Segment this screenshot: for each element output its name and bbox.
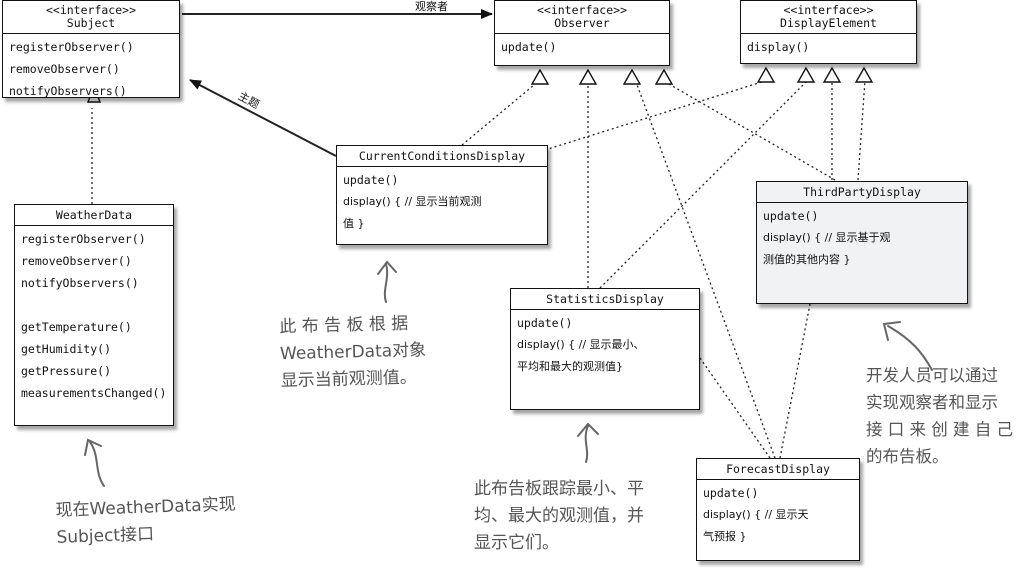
realization-arrowhead [622, 68, 642, 85]
current-conditions-op: display() { // 显示当前观测 [343, 195, 482, 208]
forecast-display-box[interactable]: ForecastDisplay update() display() { // … [696, 458, 860, 561]
statistics-header: StatisticsDisplay [511, 289, 699, 310]
display-element-interface-box[interactable]: <<interface>> DisplayElement display() [740, 0, 917, 64]
subject-operations: registerObserver() removeObserver() noti… [3, 34, 179, 106]
subject-op: notifyObservers() [9, 84, 127, 98]
third-party-name: ThirdPartyDisplay [803, 185, 921, 199]
weather-data-op: getPressure() [21, 364, 112, 378]
realization-arrowhead [530, 68, 550, 85]
forecast-op: display() { // 显示天 [703, 508, 809, 521]
current-display-realization [544, 79, 769, 151]
forecast-observer-realization [635, 81, 776, 459]
forecast-header: ForecastDisplay [697, 459, 859, 480]
subject-op: removeObserver() [9, 62, 120, 76]
current-conditions-note: 此 布 告 板 根 据 WeatherData对象 显示当前观测值。 [279, 310, 451, 395]
statistics-op: display() { // 显示最小、 [517, 338, 645, 351]
note-line: 实现观察者和显示 [866, 393, 998, 412]
statistics-op: update() [517, 316, 573, 330]
statistics-note: 此布告板跟踪最小、平 均、最大的观测值，并 显示它们。 [474, 476, 686, 557]
note-line: WeatherData对象 [279, 340, 427, 365]
forecast-name: ForecastDisplay [726, 462, 830, 476]
weather-data-note: 现在WeatherData实现 Subject接口 [55, 490, 277, 552]
statistics-display-realization [599, 79, 809, 289]
thirdparty-display-realization-b [857, 79, 866, 181]
note-line: 此布告板跟踪最小、平 [474, 479, 644, 499]
observer-interface-box[interactable]: <<interface>> Observer update() [494, 0, 670, 66]
third-party-op: 测值的其他内容 } [763, 253, 851, 266]
weather-data-op: removeObserver() [21, 254, 132, 268]
subject-op: registerObserver() [9, 40, 134, 54]
third-party-operations: update() display() { // 显示基于观 测值的其他内容 } [757, 203, 967, 275]
forecast-op: 气预报 } [703, 530, 747, 543]
note-line: 开发人员可以通过 [866, 366, 998, 385]
forecast-operations: update() display() { // 显示天 气预报 } [697, 480, 859, 552]
subject-header: <<interface>> Subject [3, 1, 179, 34]
observer-operations: update() [495, 34, 669, 62]
display-element-name: DisplayElement [780, 16, 877, 30]
subject-stereotype: <<interface>> [45, 3, 136, 17]
weather-data-box[interactable]: WeatherData registerObserver() removeObs… [14, 204, 174, 426]
realization-arrowhead [654, 68, 674, 85]
third-party-header: ThirdPartyDisplay [757, 182, 967, 203]
statistics-name: StatisticsDisplay [546, 292, 664, 306]
third-party-op: display() { // 显示基于观 [763, 231, 891, 244]
observer-association-label: 观察者 [415, 0, 448, 13]
realization-arrowhead [822, 66, 842, 83]
forecast-display-realization [779, 303, 811, 459]
current-observer-realization [461, 79, 541, 146]
realization-arrowhead [756, 66, 776, 83]
note-line: 显示它们。 [474, 533, 559, 553]
display-element-header: <<interface>> DisplayElement [741, 1, 916, 34]
thirdparty-observer-realization [661, 79, 836, 181]
display-element-stereotype: <<interface>> [783, 3, 874, 17]
observer-op: update() [501, 40, 557, 54]
current-conditions-operations: update() display() { // 显示当前观测 值 } [337, 167, 547, 239]
weather-note-pointer [84, 438, 105, 487]
realization-arrowhead [578, 68, 598, 85]
current-conditions-name: CurrentConditionsDisplay [358, 149, 526, 163]
current-note-pointer [377, 260, 397, 303]
weather-data-op: notifyObservers() [21, 276, 139, 290]
note-line: 均、最大的观测值，并 [474, 506, 644, 526]
current-conditions-display-box[interactable]: CurrentConditionsDisplay update() displa… [336, 145, 548, 245]
display-element-op: display() [747, 40, 810, 54]
observer-header: <<interface>> Observer [495, 1, 669, 34]
statistics-display-box[interactable]: StatisticsDisplay update() display() { /… [510, 288, 700, 410]
thirdparty-note-pointer [882, 321, 933, 371]
current-conditions-header: CurrentConditionsDisplay [337, 146, 547, 167]
note-line: 的布告板。 [866, 447, 949, 466]
weather-data-name: WeatherData [55, 208, 133, 222]
weather-data-header: WeatherData [15, 205, 173, 226]
observer-stereotype: <<interface>> [536, 3, 627, 17]
stats-note-pointer [577, 422, 599, 463]
observer-name: Observer [554, 16, 610, 30]
statistics-operations: update() display() { // 显示最小、 平均和最大的观测值} [511, 310, 699, 382]
note-line: 接 口 来 创 建 自 己 [866, 420, 1013, 439]
third-party-op: update() [763, 209, 819, 223]
realization-arrowhead [854, 66, 874, 83]
subject-interface-box[interactable]: <<interface>> Subject registerObserver()… [2, 0, 180, 98]
third-party-display-box[interactable]: ThirdPartyDisplay update() display() { /… [756, 181, 968, 304]
weather-data-op: measurementsChanged() [21, 386, 167, 400]
weather-data-op: getHumidity() [21, 342, 112, 356]
subject-name: Subject [66, 16, 116, 30]
third-party-note: 开发人员可以通过 实现观察者和显示 接 口 来 创 建 自 己 的布告板。 [866, 362, 1022, 470]
note-line: 显示当前观测值。 [280, 367, 417, 392]
current-conditions-op: update() [343, 173, 399, 187]
weather-data-op: getTemperature() [21, 320, 132, 334]
subject-association-line [189, 79, 337, 157]
weather-data-operations: registerObserver() removeObserver() noti… [15, 226, 173, 408]
forecast-op: update() [703, 486, 759, 500]
weather-data-op: registerObserver() [21, 232, 146, 246]
statistics-op: 平均和最大的观测值} [517, 360, 623, 373]
display-element-operations: display() [741, 34, 916, 62]
realization-arrowhead [796, 66, 816, 83]
current-conditions-op: 值 } [343, 217, 365, 230]
statistics-forecast-link [699, 357, 771, 459]
